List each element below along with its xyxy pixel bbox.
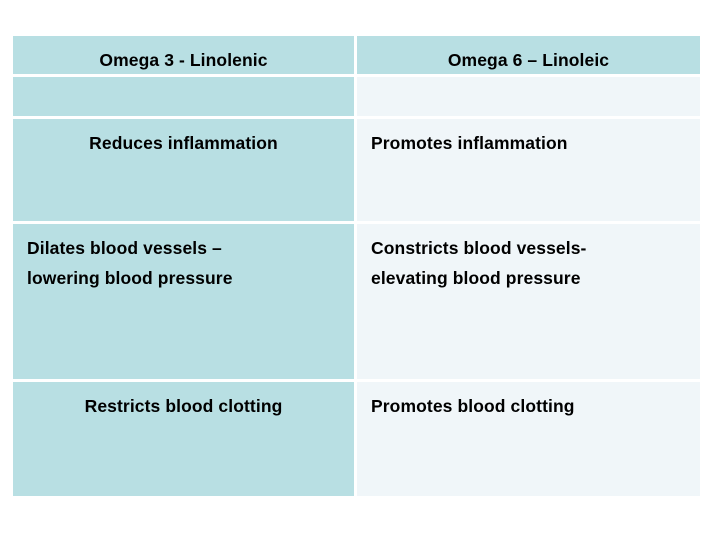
header-cell-omega-6-inner: Omega 6 – Linoleic — [357, 36, 700, 74]
table-body: Omega 3 - Linolenic Omega 6 – Linoleic — [13, 36, 700, 496]
spacer-cell-right-inner — [357, 77, 700, 116]
cell-omega6-clotting: Promotes blood clotting — [357, 382, 700, 496]
spacer-cell-left — [13, 77, 357, 119]
table-header-row: Omega 3 - Linolenic Omega 6 – Linoleic — [13, 36, 700, 77]
cell-omega3-clotting-inner: Restricts blood clotting — [13, 382, 354, 496]
cell-omega3-clotting: Restricts blood clotting — [13, 382, 357, 496]
spacer-cell-right — [357, 77, 700, 119]
header-cell-omega-3: Omega 3 - Linolenic — [13, 36, 357, 77]
cell-text-omega3-inflammation: Reduces inflammation — [89, 133, 278, 153]
table-row: Reduces inflammation Promotes inflammati… — [13, 119, 700, 224]
cell-text-omega6-clotting: Promotes blood clotting — [371, 396, 575, 416]
cell-omega6-blood-vessels: Constricts blood vessels- elevating bloo… — [357, 224, 700, 382]
cell-omega6-blood-vessels-inner: Constricts blood vessels- elevating bloo… — [357, 224, 700, 379]
cell-omega3-inflammation-inner: Reduces inflammation — [13, 119, 354, 221]
omega-comparison-table: Omega 3 - Linolenic Omega 6 – Linoleic — [13, 36, 700, 496]
header-cell-omega-3-inner: Omega 3 - Linolenic — [13, 36, 354, 74]
cell-omega3-blood-vessels: Dilates blood vessels – lowering blood p… — [13, 224, 357, 382]
spacer-cell-left-inner — [13, 77, 354, 116]
cell-omega6-clotting-inner: Promotes blood clotting — [357, 382, 700, 496]
cell-text-omega6-inflammation: Promotes inflammation — [371, 133, 568, 153]
header-label-omega-3: Omega 3 - Linolenic — [99, 50, 268, 70]
cell-text-omega3-blood-vessels: Dilates blood vessels – lowering blood p… — [27, 238, 233, 288]
cell-text-omega6-blood-vessels: Constricts blood vessels- elevating bloo… — [371, 238, 587, 288]
table-row: Restricts blood clotting Promotes blood … — [13, 382, 700, 496]
cell-omega6-inflammation: Promotes inflammation — [357, 119, 700, 224]
table-row: Dilates blood vessels – lowering blood p… — [13, 224, 700, 382]
cell-omega3-blood-vessels-inner: Dilates blood vessels – lowering blood p… — [13, 224, 354, 379]
header-label-omega-6: Omega 6 – Linoleic — [447, 50, 610, 70]
table-row-spacer — [13, 77, 700, 119]
cell-text-omega3-clotting: Restricts blood clotting — [84, 396, 283, 416]
cell-omega3-inflammation: Reduces inflammation — [13, 119, 357, 224]
cell-omega6-inflammation-inner: Promotes inflammation — [357, 119, 700, 221]
header-cell-omega-6: Omega 6 – Linoleic — [357, 36, 700, 77]
